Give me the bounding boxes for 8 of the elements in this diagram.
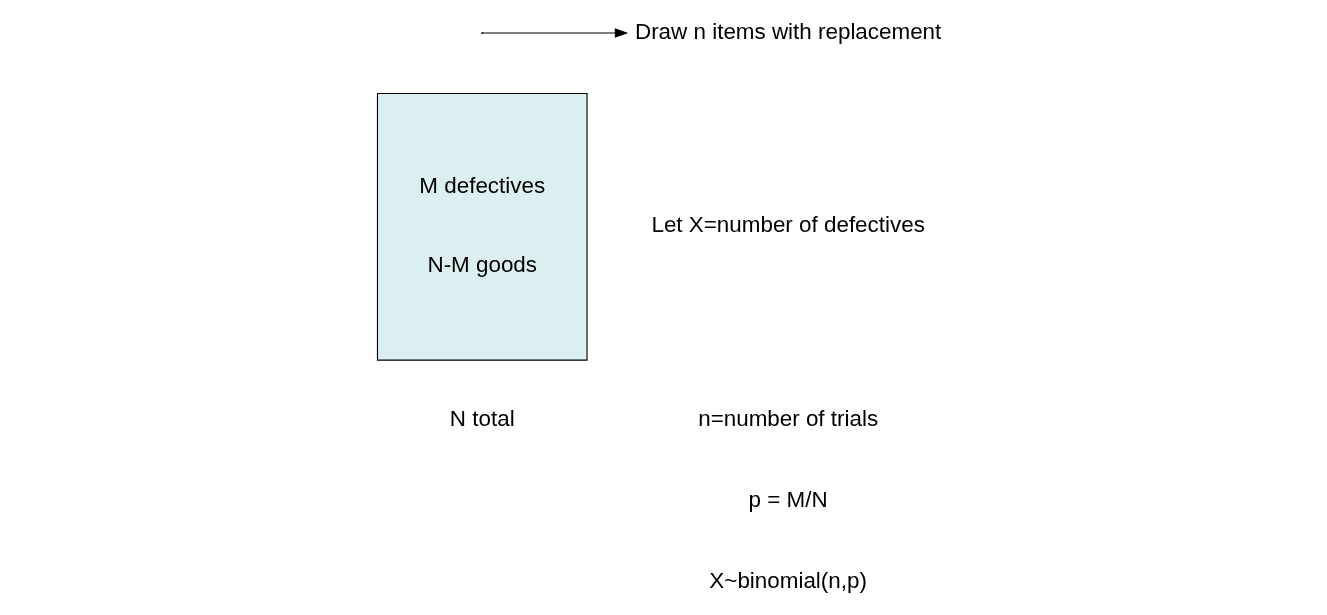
node-label: N total: [449, 406, 515, 432]
label: Let X=number of defectives: [651, 212, 925, 238]
node-text: Draw n items with replacement: [635, 18, 942, 44]
label: n=number of trials: [698, 406, 879, 432]
label: p = M/N: [748, 486, 828, 512]
label: X~binomial(n,p): [709, 567, 867, 593]
arrow: [482, 28, 629, 38]
node-box: M defectives N-M goods: [376, 92, 588, 361]
